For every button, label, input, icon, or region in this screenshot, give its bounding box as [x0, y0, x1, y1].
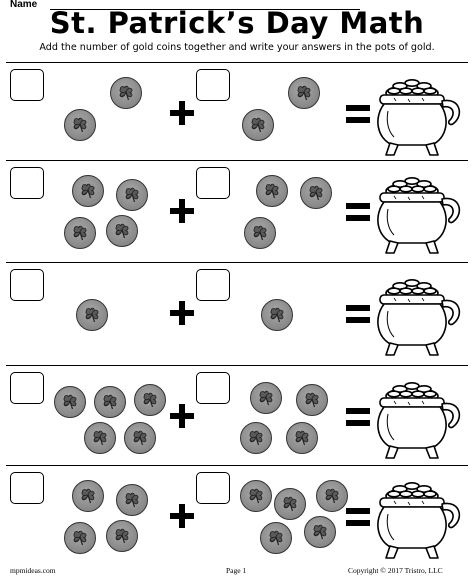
shamrock-coin-icon: [116, 484, 148, 516]
shamrock-coin-icon: [304, 516, 336, 548]
shamrock-coin-icon: [300, 177, 332, 209]
shamrock-coin-icon: [244, 217, 276, 249]
shamrock-coin-icon: [76, 299, 108, 331]
shamrock-coin-icon: [274, 488, 306, 520]
plus-sign: [170, 101, 194, 125]
equals-sign: [346, 408, 370, 426]
plus-sign: [170, 301, 194, 325]
shamrock-coin-icon: [106, 215, 138, 247]
shamrock-coin-icon: [124, 422, 156, 454]
right-answer-box[interactable]: [196, 269, 230, 301]
pot-of-gold-icon[interactable]: [372, 271, 464, 357]
shamrock-coin-icon: [64, 217, 96, 249]
left-answer-box[interactable]: [10, 269, 44, 301]
left-answer-box[interactable]: [10, 69, 44, 101]
shamrock-coin-icon: [64, 109, 96, 141]
shamrock-coin-icon: [54, 386, 86, 418]
left-answer-box[interactable]: [10, 472, 44, 504]
equals-sign: [346, 203, 370, 221]
name-line[interactable]: [50, 9, 360, 10]
shamrock-coin-icon: [260, 522, 292, 554]
shamrock-coin-icon: [250, 382, 282, 414]
shamrock-coin-icon: [84, 422, 116, 454]
footer-page-number: Page 1: [226, 566, 247, 575]
problem-row: [6, 365, 468, 463]
equals-sign: [346, 508, 370, 526]
shamrock-coin-icon: [116, 179, 148, 211]
shamrock-coin-icon: [72, 480, 104, 512]
instructions: Add the number of gold coins together an…: [39, 42, 435, 53]
problem-row: [6, 160, 468, 258]
plus-sign: [170, 504, 194, 528]
problem-row: [6, 62, 468, 160]
shamrock-coin-icon: [261, 299, 293, 331]
shamrock-coin-icon: [110, 77, 142, 109]
name-label: Name: [10, 0, 38, 10]
left-answer-box[interactable]: [10, 167, 44, 199]
right-answer-box[interactable]: [196, 167, 230, 199]
shamrock-coin-icon: [64, 522, 96, 554]
problem-row: [6, 262, 468, 360]
shamrock-coin-icon: [72, 175, 104, 207]
left-answer-box[interactable]: [10, 372, 44, 404]
right-answer-box[interactable]: [196, 69, 230, 101]
shamrock-coin-icon: [316, 480, 348, 512]
footer-copyright: Copyright © 2017 Tristro, LLC: [348, 566, 443, 575]
plus-sign: [170, 404, 194, 428]
shamrock-coin-icon: [134, 384, 166, 416]
right-answer-box[interactable]: [196, 472, 230, 504]
pot-of-gold-icon[interactable]: [372, 169, 464, 255]
problem-row: [6, 465, 468, 563]
footer-website: mpmideas.com: [10, 566, 56, 575]
shamrock-coin-icon: [240, 480, 272, 512]
shamrock-coin-icon: [296, 384, 328, 416]
page-title: St. Patrick’s Day Math: [49, 6, 425, 40]
shamrock-coin-icon: [106, 520, 138, 552]
shamrock-coin-icon: [240, 422, 272, 454]
plus-sign: [170, 199, 194, 223]
equals-sign: [346, 305, 370, 323]
shamrock-coin-icon: [288, 77, 320, 109]
shamrock-coin-icon: [242, 109, 274, 141]
right-answer-box[interactable]: [196, 372, 230, 404]
pot-of-gold-icon[interactable]: [372, 474, 464, 560]
shamrock-coin-icon: [286, 422, 318, 454]
shamrock-coin-icon: [94, 386, 126, 418]
pot-of-gold-icon[interactable]: [372, 71, 464, 157]
pot-of-gold-icon[interactable]: [372, 374, 464, 460]
equals-sign: [346, 105, 370, 123]
shamrock-coin-icon: [256, 175, 288, 207]
